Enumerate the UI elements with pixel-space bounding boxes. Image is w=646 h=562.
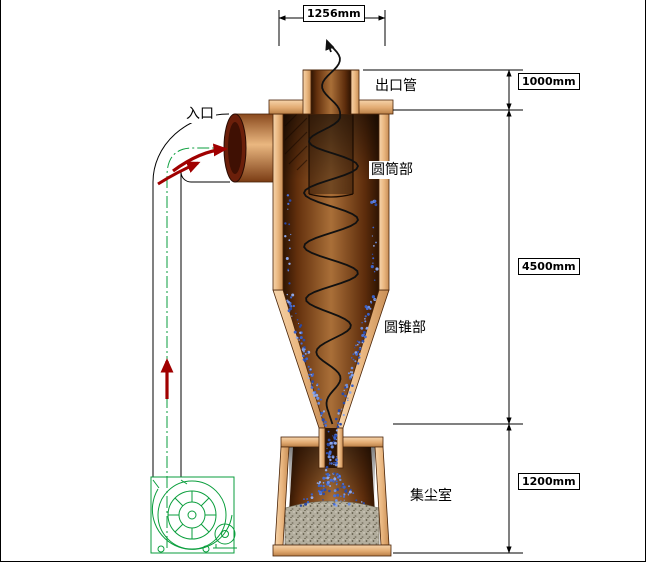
fan-frame <box>150 476 235 554</box>
fan-motor-shaft <box>221 530 229 538</box>
pipe-centerline <box>166 147 222 548</box>
cone-section <box>272 289 390 429</box>
fan-motor-base <box>213 544 237 549</box>
collected-dust-pile <box>284 500 380 546</box>
inlet-duct <box>223 113 278 183</box>
cylinder-wall-left <box>272 113 284 291</box>
dust-chamber <box>272 436 392 557</box>
fan-volute <box>151 488 233 550</box>
inlet-opening-bore <box>228 122 242 174</box>
label-cone-section: 圆锥部 <box>382 319 428 337</box>
outlet-pipe-wall-left <box>302 69 312 115</box>
airflow-arrows <box>157 143 228 399</box>
elbow-pipe <box>153 114 229 200</box>
neck-wall-left <box>318 427 326 469</box>
fan-outlet-lines <box>152 479 188 489</box>
vortex-finder <box>309 114 353 194</box>
label-cylinder-section: 圆筒部 <box>369 161 415 179</box>
discharge-neck <box>318 427 344 469</box>
dim-label-body-height: 4500mm <box>518 258 580 275</box>
outlet-flow-arrow-icon <box>325 38 335 53</box>
riser-pipe <box>152 113 230 480</box>
fan-foot-right <box>202 545 210 553</box>
cylinder-wall-right <box>378 113 390 291</box>
dim-label-diameter: 1256mm <box>303 5 365 22</box>
outlet-pipe <box>302 69 360 115</box>
label-dust-chamber: 集尘室 <box>408 487 454 505</box>
extension-lines <box>278 10 523 554</box>
fan-blower <box>150 476 237 554</box>
neck-wall-right <box>336 427 344 469</box>
chamber-bottom-plate <box>272 544 392 557</box>
dim-label-chamber-height: 1200mm <box>518 473 580 490</box>
vortex-spiral <box>302 38 360 425</box>
dust-particles <box>284 194 379 507</box>
vortex-finder-edges <box>308 114 354 198</box>
label-outlet-pipe: 出口管 <box>373 77 419 95</box>
section-hatch <box>284 113 308 171</box>
cone-interior <box>283 290 379 428</box>
outlet-pipe-wall-right <box>350 69 360 115</box>
outlet-pipe-bore <box>311 70 351 114</box>
fan-foot-left <box>157 545 165 553</box>
cylinder-section <box>268 99 394 291</box>
dim-label-outlet-height: 1000mm <box>518 73 580 90</box>
fan-motor <box>214 523 236 545</box>
vortex-spiral-path <box>302 45 360 425</box>
inlet-flow-arrow-icon <box>172 143 228 173</box>
fan-spokes <box>168 491 216 539</box>
fan-casing <box>157 480 227 550</box>
label-inlet: 入口 <box>184 105 216 123</box>
fan-hub <box>187 510 197 520</box>
inlet-flow-arrow2-icon <box>157 161 201 186</box>
